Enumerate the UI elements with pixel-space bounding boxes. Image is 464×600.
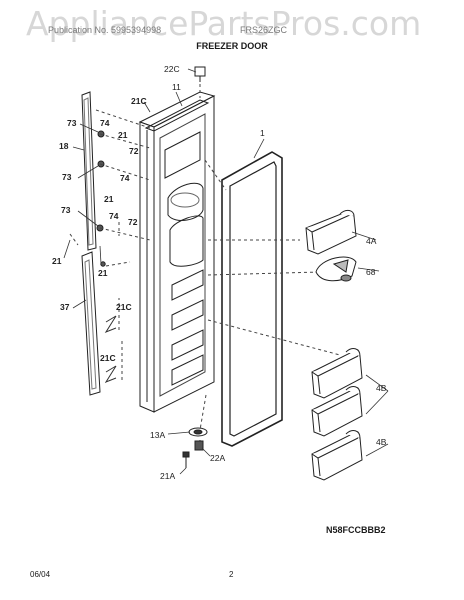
callout-72-top: 72 bbox=[129, 146, 139, 156]
door-bin-4a bbox=[305, 209, 357, 255]
door-shell bbox=[138, 91, 216, 413]
watermark: AppliancePartsPros.com bbox=[26, 4, 422, 43]
door-bin-4b-2 bbox=[311, 386, 363, 437]
callout-1: 1 bbox=[260, 128, 265, 138]
callout-37: 37 bbox=[60, 302, 70, 312]
footer-page-number: 2 bbox=[229, 570, 234, 579]
callout-21c-top: 21C bbox=[131, 96, 147, 106]
bottom-hinge-parts bbox=[182, 427, 208, 468]
callout-21-top: 21 bbox=[118, 130, 128, 140]
callout-13a: 13A bbox=[150, 430, 166, 440]
callout-21-mid: 21 bbox=[104, 194, 114, 204]
callout-73-mid: 73 bbox=[62, 172, 72, 182]
diagram-title: FREEZER DOOR bbox=[196, 41, 268, 51]
callout-21a: 21A bbox=[160, 471, 176, 481]
door-bin-4b-1 bbox=[311, 348, 363, 399]
callout-73-top: 73 bbox=[67, 118, 77, 128]
callout-73-low: 73 bbox=[61, 205, 71, 215]
hinge-pin-top bbox=[194, 66, 206, 82]
callout-22c: 22C bbox=[164, 64, 180, 74]
callout-21c-low: 21C bbox=[100, 353, 116, 363]
handle-strip bbox=[81, 251, 101, 396]
model-number: FRS26ZGC bbox=[240, 25, 288, 35]
door-gasket bbox=[221, 151, 283, 447]
callout-18: 18 bbox=[59, 141, 69, 151]
callout-21-left: 21 bbox=[52, 256, 62, 266]
callout-74-mid: 74 bbox=[120, 173, 130, 183]
callout-68: 68 bbox=[366, 267, 376, 277]
callout-11: 11 bbox=[172, 82, 181, 92]
door-bin-4b-3 bbox=[311, 430, 363, 481]
callout-74-low: 74 bbox=[109, 211, 119, 221]
diagram-code: N58FCCBBB2 bbox=[326, 525, 386, 535]
publication-number: Publication No. 5995394998 bbox=[48, 25, 162, 35]
callout-4b-lower: 4B bbox=[376, 437, 387, 447]
footer-date: 06/04 bbox=[30, 570, 51, 579]
callout-4a: 4A bbox=[366, 236, 377, 246]
callout-21c-mid: 21C bbox=[116, 302, 132, 312]
callout-21-lower: 21 bbox=[98, 268, 108, 278]
item-68 bbox=[315, 256, 357, 282]
callout-4b-upper: 4B bbox=[376, 383, 387, 393]
callout-72-low: 72 bbox=[128, 217, 138, 227]
callout-22a: 22A bbox=[210, 453, 226, 463]
callout-74-top: 74 bbox=[100, 118, 110, 128]
